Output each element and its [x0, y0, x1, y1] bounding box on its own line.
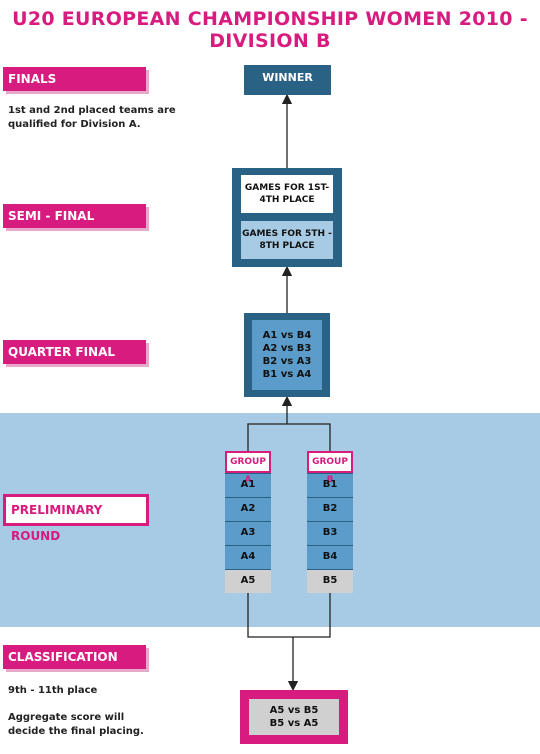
- stage-label-quarter-final: QUARTER FINAL ROUND: [3, 340, 146, 383]
- games-5th-8th-box: GAMES FOR 5TH - 8TH PLACE: [241, 221, 333, 259]
- winner-box: WINNER: [244, 65, 331, 95]
- group-a-team: A4: [225, 545, 271, 569]
- group-a: GROUP A A1 A2 A3 A4 A5: [225, 451, 271, 593]
- group-b-team: B1: [307, 473, 353, 497]
- stage-label-preliminary: PRELIMINARY ROUND: [3, 494, 149, 543]
- group-a-team: A1: [225, 473, 271, 497]
- classification-game: B5 vs A5: [269, 718, 319, 729]
- bracket-groups-to-classification: [247, 587, 331, 638]
- classification-note-aggregate: Aggregate score will decide the final pl…: [8, 712, 144, 737]
- quarter-game: B1 vs A4: [262, 369, 312, 380]
- group-a-team: A2: [225, 497, 271, 521]
- quarter-game: A1 vs B4: [262, 330, 312, 341]
- classification-game: A5 vs B5: [269, 705, 319, 716]
- group-b-team: B3: [307, 521, 353, 545]
- classification-note-place: 9th - 11th place: [8, 685, 98, 696]
- quarter-final-box: A1 vs B4 A2 vs B3 B2 vs A3 B1 vs A4: [244, 313, 330, 397]
- stage-label-classification: CLASSIFICATION: [3, 645, 146, 669]
- finals-note: 1st and 2nd placed teams are qualified f…: [8, 105, 176, 130]
- quarter-game: A2 vs B3: [262, 343, 312, 354]
- classification-box: A5 vs B5 B5 vs A5: [240, 690, 348, 744]
- group-b-team: B5: [307, 569, 353, 593]
- group-b-team: B2: [307, 497, 353, 521]
- group-a-team: A3: [225, 521, 271, 545]
- stage-label-finals: FINALS: [3, 67, 146, 91]
- bracket-groups-to-quarter: [247, 423, 331, 451]
- page-title: U20 EUROPEAN CHAMPIONSHIP WOMEN 2010 - D…: [12, 8, 528, 52]
- group-b: GROUP B B1 B2 B3 B4 B5: [307, 451, 353, 593]
- quarter-game: B2 vs A3: [262, 356, 312, 367]
- group-a-header: GROUP A: [225, 451, 271, 485]
- group-b-team: B4: [307, 545, 353, 569]
- group-a-team: A5: [225, 569, 271, 593]
- group-b-header: GROUP B: [307, 451, 353, 485]
- games-1st-4th-box: GAMES FOR 1ST- 4TH PLACE: [241, 175, 333, 213]
- semi-final-box: GAMES FOR 1ST- 4TH PLACE GAMES FOR 5TH -…: [232, 168, 342, 267]
- stage-label-semi-final: SEMI - FINAL ROUND: [3, 204, 146, 247]
